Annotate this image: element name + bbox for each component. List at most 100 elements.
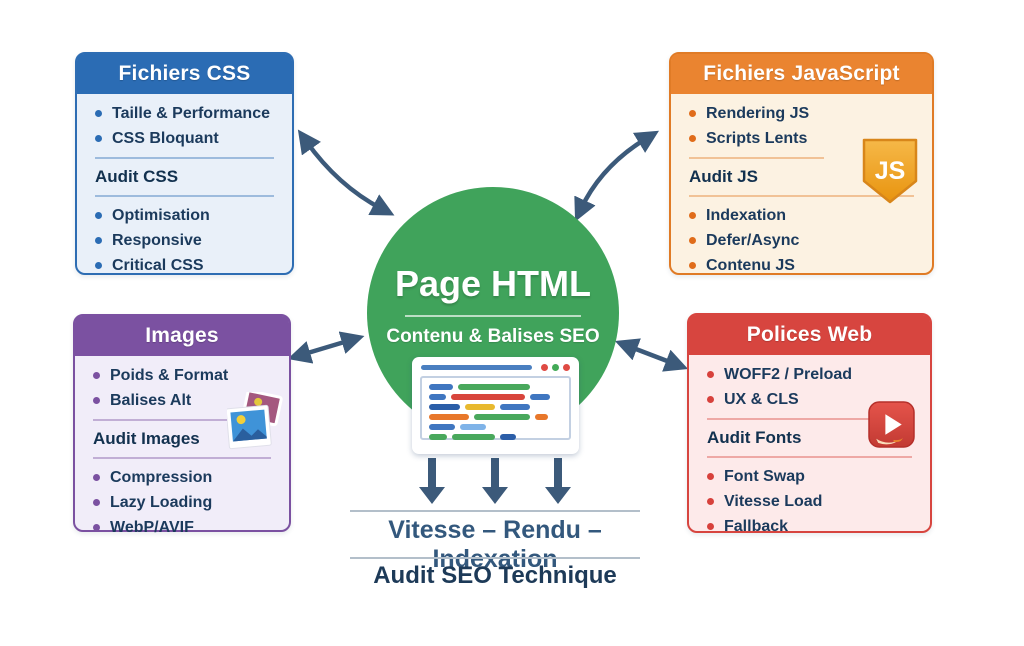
bullet-icon — [707, 473, 714, 480]
panel-fonts-body: WOFF2 / Preload UX & CLS Audit Fonts Fon… — [689, 355, 930, 545]
list-item: Balises Alt — [93, 388, 271, 413]
bullet-icon — [93, 499, 100, 506]
list-item: CSS Bloquant — [95, 126, 274, 151]
bullet-icon — [707, 396, 714, 403]
divider — [350, 557, 640, 559]
code-segment — [458, 384, 530, 390]
js-icon-label: JS — [875, 157, 906, 185]
list-item: Compression — [93, 465, 271, 490]
list-item-label: Poids & Format — [110, 367, 229, 384]
list-item: Taille & Performance — [95, 101, 274, 126]
code-line — [429, 414, 562, 420]
list-item: WebP/AVIF — [93, 515, 271, 540]
list-item: Fallback — [707, 514, 912, 539]
list-item: Poids & Format — [93, 363, 271, 388]
list-item: Contenu JS — [689, 253, 914, 278]
code-segment — [429, 404, 460, 410]
js-logo-icon: JS — [862, 138, 918, 204]
list-item: Critical CSS — [95, 253, 274, 278]
bullet-icon — [93, 397, 100, 404]
code-segment — [530, 394, 550, 400]
flow-label: Vitesse – Rendu – Indexation — [388, 516, 602, 573]
images-icon — [227, 392, 283, 450]
bullet-icon — [95, 135, 102, 142]
browser-dot-icon — [552, 364, 559, 371]
divider — [707, 456, 912, 458]
list-item-label: Lazy Loading — [110, 494, 213, 511]
panel-fonts-title: Polices Web — [689, 315, 930, 355]
code-segment — [451, 394, 525, 400]
code-segment — [535, 414, 548, 420]
code-segment — [429, 394, 446, 400]
list-item: WOFF2 / Preload — [707, 362, 912, 387]
code-segment — [429, 434, 447, 440]
list-item-label: WOFF2 / Preload — [724, 366, 853, 383]
down-arrow-icon — [545, 458, 571, 504]
panel-polices-web: Polices Web WOFF2 / Preload UX & CLS Aud… — [687, 313, 932, 535]
audit-heading: Audit JS — [689, 167, 758, 186]
browser-code-lines — [420, 376, 571, 440]
code-line — [429, 394, 562, 400]
list-item-label: Optimisation — [112, 207, 210, 224]
divider — [707, 418, 912, 420]
browser-address-bar — [421, 365, 532, 370]
bullet-icon — [95, 110, 102, 117]
divider — [93, 457, 271, 459]
bullet-icon — [689, 262, 696, 269]
audit-heading: Audit CSS — [95, 167, 179, 186]
list-item-label: CSS Bloquant — [112, 130, 219, 147]
panel-images-title: Images — [75, 316, 289, 356]
list-item-label: Indexation — [706, 207, 787, 224]
list-item-label: Vitesse Load — [724, 493, 823, 510]
list-item: Font Swap — [707, 464, 912, 489]
code-segment — [429, 424, 455, 430]
fonts-play-icon — [868, 401, 915, 448]
list-item-label: Taille & Performance — [112, 105, 270, 122]
bullet-icon — [93, 372, 100, 379]
down-arrow-icon — [482, 458, 508, 504]
code-segment — [429, 384, 453, 390]
list-item-label: Contenu JS — [706, 257, 795, 274]
bullet-icon — [707, 371, 714, 378]
browser-mockup — [412, 357, 579, 454]
code-segment — [465, 404, 495, 410]
bullet-icon — [93, 474, 100, 481]
list-item-label: Critical CSS — [112, 257, 204, 274]
divider — [689, 195, 914, 197]
list-item-label: Fallback — [724, 518, 789, 535]
list-item: Responsive — [95, 228, 274, 253]
browser-toolbar — [412, 357, 579, 374]
divider — [350, 510, 640, 512]
list-item: Defer/Async — [689, 228, 914, 253]
divider — [405, 315, 581, 317]
bullet-icon — [95, 262, 102, 269]
panel-fichiers-css: Fichiers CSS Taille & Performance CSS Bl… — [75, 52, 294, 275]
bullet-icon — [95, 212, 102, 219]
divider — [93, 419, 271, 421]
bullet-icon — [93, 524, 100, 531]
list-item: Vitesse Load — [707, 489, 912, 514]
panel-images: Images Poids & Format Balises Alt Audit … — [73, 314, 291, 536]
bullet-icon — [689, 135, 696, 142]
list-item-label: Responsive — [112, 232, 202, 249]
code-segment — [500, 404, 530, 410]
panel-js-body: Rendering JS Scripts Lents Audit JS Inde… — [671, 94, 932, 284]
divider — [95, 157, 274, 159]
down-arrow-icon — [419, 458, 445, 504]
list-item-label: Font Swap — [724, 468, 805, 485]
bullet-icon — [689, 237, 696, 244]
code-segment — [429, 414, 469, 420]
divider — [95, 195, 274, 197]
list-item: Lazy Loading — [93, 490, 271, 515]
bullet-icon — [689, 212, 696, 219]
list-item-label: Compression — [110, 469, 213, 486]
list-item-label: Balises Alt — [110, 392, 192, 409]
arrow-center-fonts-icon — [614, 338, 689, 372]
code-line — [429, 384, 562, 390]
list-item: Rendering JS — [689, 101, 914, 126]
panel-css-body: Taille & Performance CSS Bloquant Audit … — [77, 94, 292, 284]
panel-css-title: Fichiers CSS — [77, 54, 292, 94]
code-segment — [500, 434, 516, 440]
list-item-label: WebP/AVIF — [110, 519, 194, 536]
